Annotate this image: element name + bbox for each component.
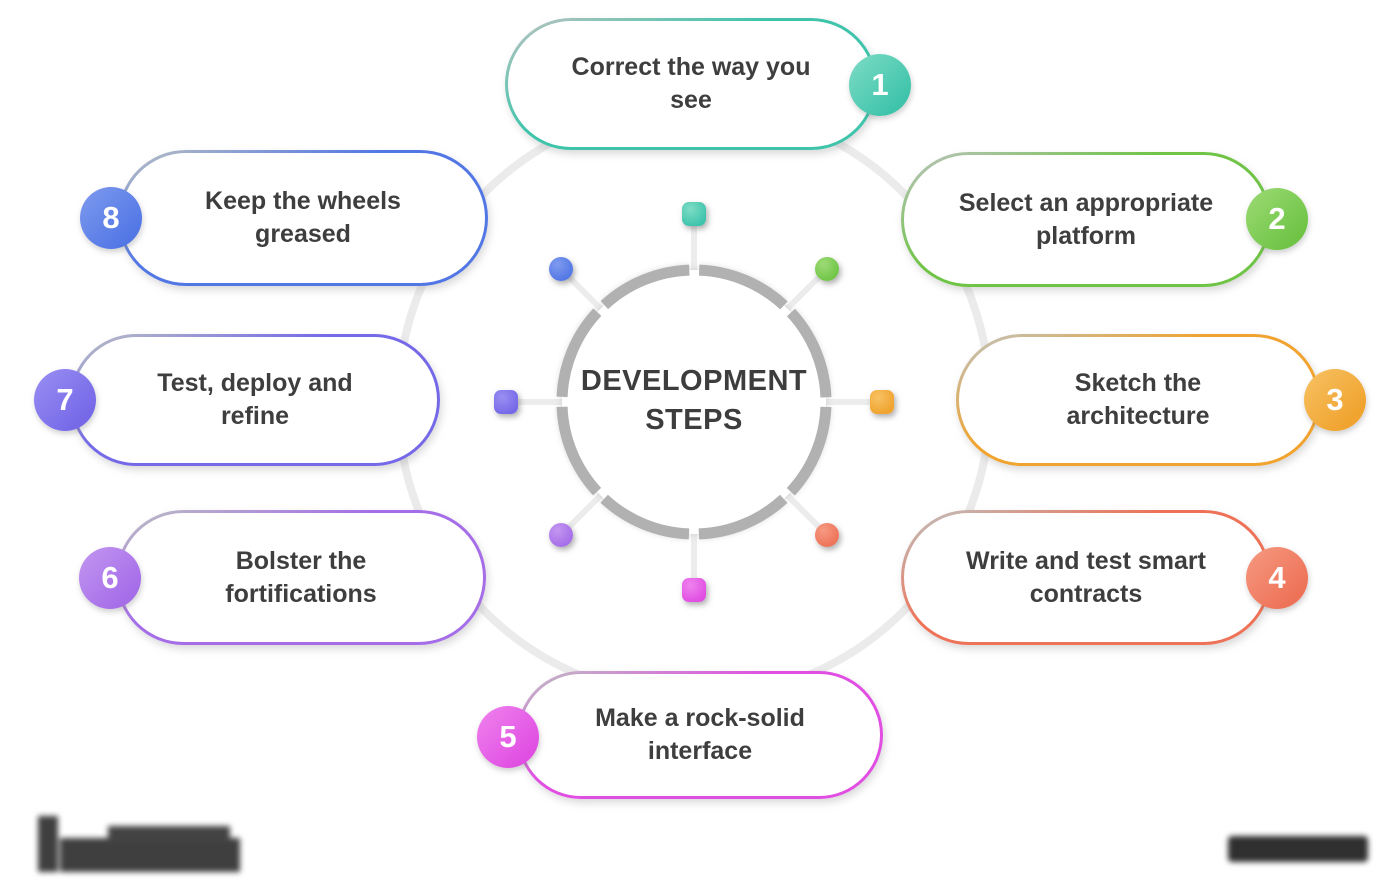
step-number-5: 5 <box>499 719 517 754</box>
step-badge-8: 8 <box>80 187 142 249</box>
step-dot-8 <box>549 257 573 281</box>
step-label-8: Keep the wheels greased <box>205 187 401 248</box>
step-dot-2 <box>815 257 839 281</box>
hub-ring <box>556 264 832 540</box>
step-badge-6: 6 <box>79 547 141 609</box>
hub-title: DEVELOPMENT STEPS <box>580 365 808 437</box>
step-label-2: Select an appropriate platform <box>958 188 1214 250</box>
step-number-2: 2 <box>1268 201 1286 236</box>
step-badge-4: 4 <box>1246 547 1308 609</box>
step-badge-1: 1 <box>849 54 911 116</box>
step-pill-8: Keep the wheels greased <box>118 150 488 286</box>
step-number-4: 4 <box>1268 560 1286 595</box>
step-label-6: Bolster the fortifications <box>225 546 377 608</box>
step-dot-1 <box>682 202 706 226</box>
step-number-1: 1 <box>871 67 889 102</box>
step-label-5: Make a rock-solid interface <box>595 704 805 765</box>
step-label-7: Test, deploy and refine <box>157 369 353 430</box>
step-pill-1: Correct the way you see <box>505 18 877 150</box>
step-dot-5 <box>682 578 706 602</box>
watermark-logo <box>32 812 262 876</box>
step-label-3: Sketch the architecture <box>1066 369 1210 430</box>
step-dot-3 <box>870 390 894 414</box>
step-dot-7 <box>494 390 518 414</box>
step-badge-7: 7 <box>34 369 96 431</box>
step-pill-2: Select an appropriate platform <box>901 152 1271 287</box>
step-badge-3: 3 <box>1304 369 1366 431</box>
step-badge-5: 5 <box>477 706 539 768</box>
step-pill-6: Bolster the fortifications <box>116 510 486 645</box>
step-badge-2: 2 <box>1246 188 1308 250</box>
step-dot-4 <box>815 523 839 547</box>
step-dot-6 <box>549 523 573 547</box>
watermark-text <box>1228 836 1368 862</box>
step-number-6: 6 <box>101 560 119 595</box>
step-pill-4: Write and test smart contracts <box>901 510 1271 645</box>
step-pill-5: Make a rock-solid interface <box>517 671 883 799</box>
step-number-7: 7 <box>56 382 74 417</box>
step-label-1: Correct the way you see <box>571 53 811 114</box>
step-number-8: 8 <box>102 200 120 235</box>
step-label-4: Write and test smart contracts <box>966 546 1206 608</box>
step-pill-7: Test, deploy and refine <box>70 334 440 466</box>
step-number-3: 3 <box>1326 382 1344 417</box>
step-pill-3: Sketch the architecture <box>956 334 1320 466</box>
